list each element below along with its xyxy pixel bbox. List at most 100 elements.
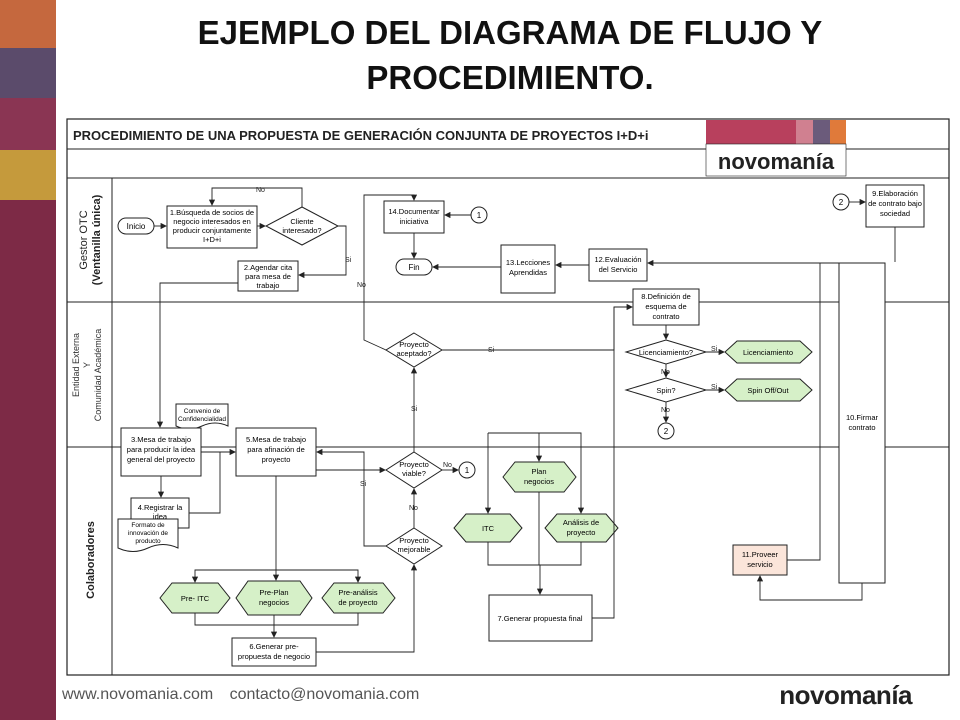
node-definicion-l1: 8.Definición de (641, 292, 691, 301)
node-mesa-idea-l2: para producir la idea (127, 445, 196, 454)
label-si-4: Si (360, 481, 367, 488)
node-evaluacion (588, 248, 648, 282)
hex-analisis-l2: proyecto (567, 528, 596, 537)
hex-spin (724, 378, 813, 402)
lane-gestor-a: Gestor OTC (78, 210, 90, 269)
footer-website-link[interactable]: www.novomania.com (62, 686, 214, 703)
connector-1-bottom-label: 1 (465, 466, 470, 475)
node-proveer-servicio (732, 544, 788, 576)
connector-2-top-label: 2 (839, 198, 844, 207)
node-mesa-idea-l1: 3.Mesa de trabajo (131, 435, 191, 444)
hex-pre-itc-label: Pre- ITC (181, 594, 210, 603)
node-definicion-contrato (632, 288, 700, 326)
hex-plan-l1: Plan (531, 467, 546, 476)
hex-analisis-proyecto (544, 513, 619, 543)
label-no-3: No (443, 462, 452, 469)
doc-formato-l3: producto (135, 538, 161, 545)
decision-cliente-l2: interesado? (282, 226, 321, 235)
doc-convenio-l2: Confidencialidad (178, 416, 226, 423)
decision-cliente-l1: Cliente (290, 217, 313, 226)
node-lecciones-l1: 13.Lecciones (506, 258, 550, 267)
node-busqueda-l4: I+D+i (203, 235, 221, 244)
slide-title-line2: PROCEDIMIENTO. (366, 59, 654, 96)
node-agendar-l3: trabajo (257, 281, 280, 290)
node-elaboracion (865, 184, 925, 228)
decision-cliente (264, 206, 340, 246)
node-firmar-l2: contrato (848, 423, 875, 432)
node-busqueda-l2: negocio interesados en (173, 217, 251, 226)
node-elaboracion-l3: sociedad (880, 209, 910, 218)
node-definicion-l3: contrato (652, 312, 679, 321)
label-no-1: No (256, 187, 265, 194)
label-si-3: Si (411, 406, 418, 413)
hex-itc (453, 513, 523, 543)
decision-mejorable-l2: mejorable (398, 545, 431, 554)
node-agendar (237, 260, 299, 292)
node-evaluacion-l1: 12.Evaluación (594, 255, 641, 264)
node-evaluacion-l2: del Servicio (599, 265, 638, 274)
node-lecciones-l2: Aprendidas (509, 268, 547, 277)
hex-pre-analisis-l2: de proyecto (338, 598, 377, 607)
node-generar-prepropuesta (231, 637, 317, 667)
node-prepropuesta-l2: propuesta de negocio (238, 652, 310, 661)
label-si-1: Si (345, 257, 352, 264)
node-fin (395, 258, 433, 276)
decision-aceptado-l2: aceptado? (396, 349, 431, 358)
label-si-6: Si (711, 384, 718, 391)
slide-title: EJEMPLO DEL DIAGRAMA DE FLUJO Y PROCEDIM… (60, 10, 960, 100)
node-mesa-trabajo-afinacion (235, 427, 317, 477)
hex-plan-negocios (502, 461, 577, 493)
decision-mejorable-l1: Proyecto (399, 536, 429, 545)
node-busqueda-l1: 1.Búsqueda de socios de (170, 208, 254, 217)
decision-spin-label: Spin? (656, 386, 675, 395)
footer-email-link[interactable]: contacto@novomania.com (229, 686, 420, 703)
doc-formato-l2: innovación de (128, 530, 168, 537)
footer-contacts: www.novomania.com contacto@novomania.com (62, 686, 431, 704)
lane-entidad-c: Comunidad Académica (93, 329, 103, 422)
node-definicion-l2: esquema de (645, 302, 686, 311)
diagram-logo-text: novomanía (718, 149, 835, 174)
connector-2-bottom-label: 2 (664, 427, 669, 436)
hex-plan-l2: negocios (524, 477, 554, 486)
node-busqueda (166, 205, 258, 249)
footer-logo: novomanía (779, 680, 912, 710)
node-mesa-afinacion-l2: para afinación de (247, 445, 305, 454)
node-mesa-afinacion-l1: 5.Mesa de trabajo (246, 435, 306, 444)
label-si-2: Si (488, 347, 495, 354)
hex-pre-analisis-l1: Pre-análisis (338, 588, 377, 597)
lane-entidad-b: Y (82, 362, 92, 368)
node-firmar-contrato (838, 262, 886, 584)
diagram-logo: novomanía (705, 120, 847, 177)
node-documentar-l2: iniciativa (400, 217, 430, 226)
node-proveer-l1: 11.Proveer (742, 550, 779, 559)
hex-pre-itc (159, 582, 231, 614)
hex-pre-plan-l2: negocios (259, 598, 289, 607)
node-firmar-l1: 10.Firmar (846, 413, 879, 422)
node-documentar (383, 200, 445, 234)
decision-licenciamiento-label: Licenciamiento? (639, 348, 693, 357)
decision-aceptado-l1: Proyecto (399, 340, 429, 349)
label-no-2: No (357, 282, 366, 289)
node-fin-label: Fin (408, 263, 419, 272)
node-inicio-label: Inicio (127, 222, 146, 231)
connector-1-top-label: 1 (477, 211, 482, 220)
node-lecciones (500, 244, 556, 294)
decision-viable-l1: Proyecto (399, 460, 429, 469)
node-propuesta-final-label: 7.Generar propuesta final (497, 614, 582, 623)
node-registrar-l2: idea (153, 512, 168, 521)
node-registrar-l1: 4.Registrar la (138, 503, 183, 512)
hex-licenciamiento (724, 340, 813, 364)
node-agendar-l2: para mesa de (245, 272, 291, 281)
connector-1-bottom (458, 461, 476, 479)
flow-arrows (154, 187, 896, 653)
label-no-4: No (409, 505, 418, 512)
decision-aceptado (385, 332, 443, 368)
doc-formato-l1: Formato de (131, 522, 165, 529)
label-no-5: No (661, 369, 670, 376)
decision-viable-l2: viable? (402, 469, 426, 478)
hex-spin-label: Spin Off/Out (747, 386, 789, 395)
hex-pre-plan (235, 580, 313, 616)
label-no-6: No (661, 407, 670, 414)
lane-colaboradores: Colaboradores (85, 521, 97, 599)
